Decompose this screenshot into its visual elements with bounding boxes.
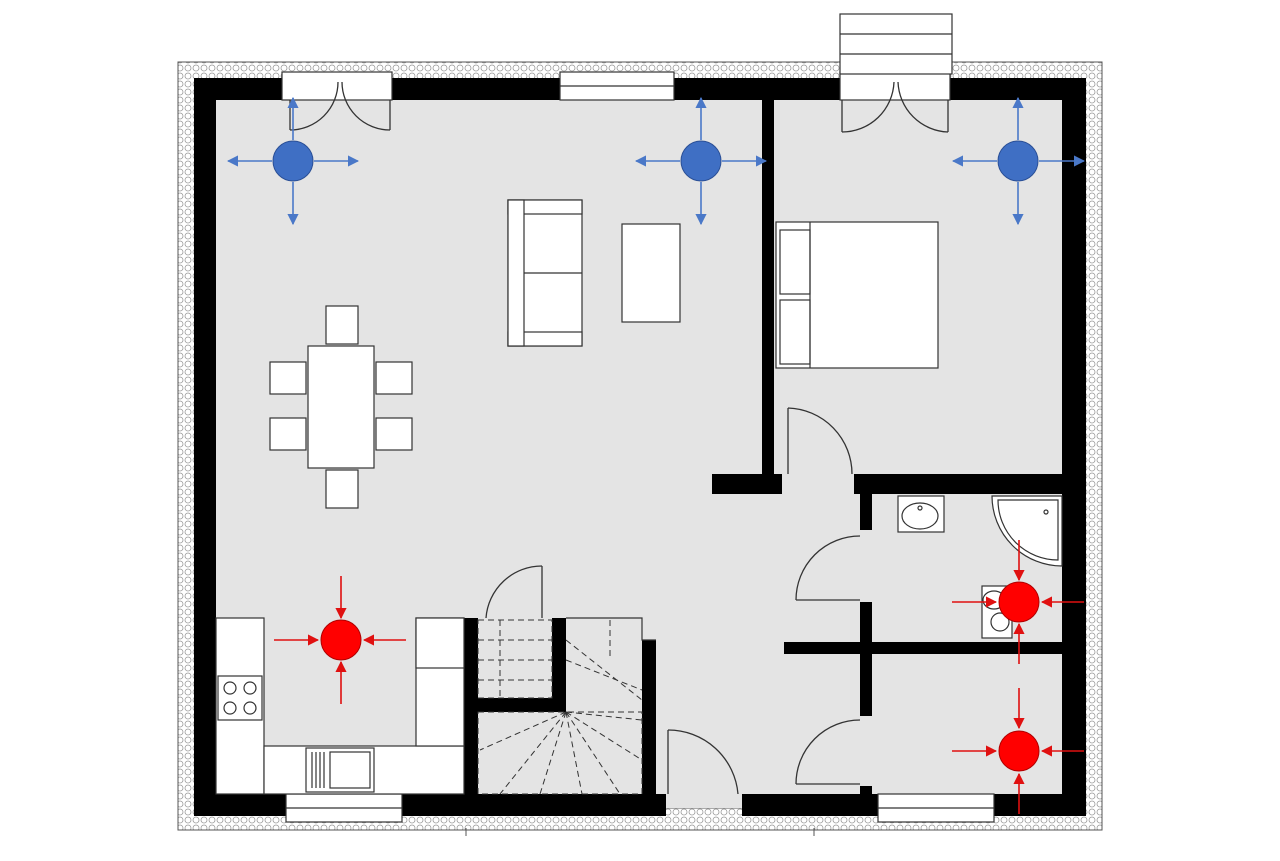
- windows: [281, 71, 995, 823]
- dimension-ticks: [465, 828, 815, 836]
- supply-vent-bedroom: [951, 96, 1086, 226]
- extract-vent-icon: [998, 581, 1040, 623]
- furniture: [215, 199, 1063, 795]
- extract-vent-icon: [998, 730, 1040, 772]
- chair: [325, 305, 359, 345]
- stair-landing-outline: [566, 617, 656, 641]
- external-steps: [839, 13, 953, 75]
- dining-table: [307, 345, 375, 469]
- coffee-table: [621, 223, 681, 323]
- extract-vent-group: [274, 540, 1084, 814]
- staircase: [477, 619, 643, 795]
- doors: [289, 81, 949, 795]
- chair: [375, 361, 413, 395]
- supply-vent-icon: [680, 140, 722, 182]
- chair: [269, 417, 307, 451]
- supply-vent-icon: [272, 140, 314, 182]
- supply-vent-living-west: [226, 96, 360, 226]
- extract-vent-icon: [320, 619, 362, 661]
- chair: [269, 361, 307, 395]
- hob: [217, 675, 263, 721]
- supply-vent-group: [226, 96, 1086, 226]
- exterior-walls: [194, 78, 1086, 816]
- extract-vent-bathroom: [952, 540, 1084, 664]
- interior-walls: [464, 98, 1064, 796]
- extract-vent-wc: [952, 688, 1084, 814]
- supply-vent-living-east: [634, 96, 768, 226]
- chair: [375, 417, 413, 451]
- chair: [325, 469, 359, 509]
- supply-vent-icon: [997, 140, 1039, 182]
- extract-vent-kitchen: [274, 576, 406, 704]
